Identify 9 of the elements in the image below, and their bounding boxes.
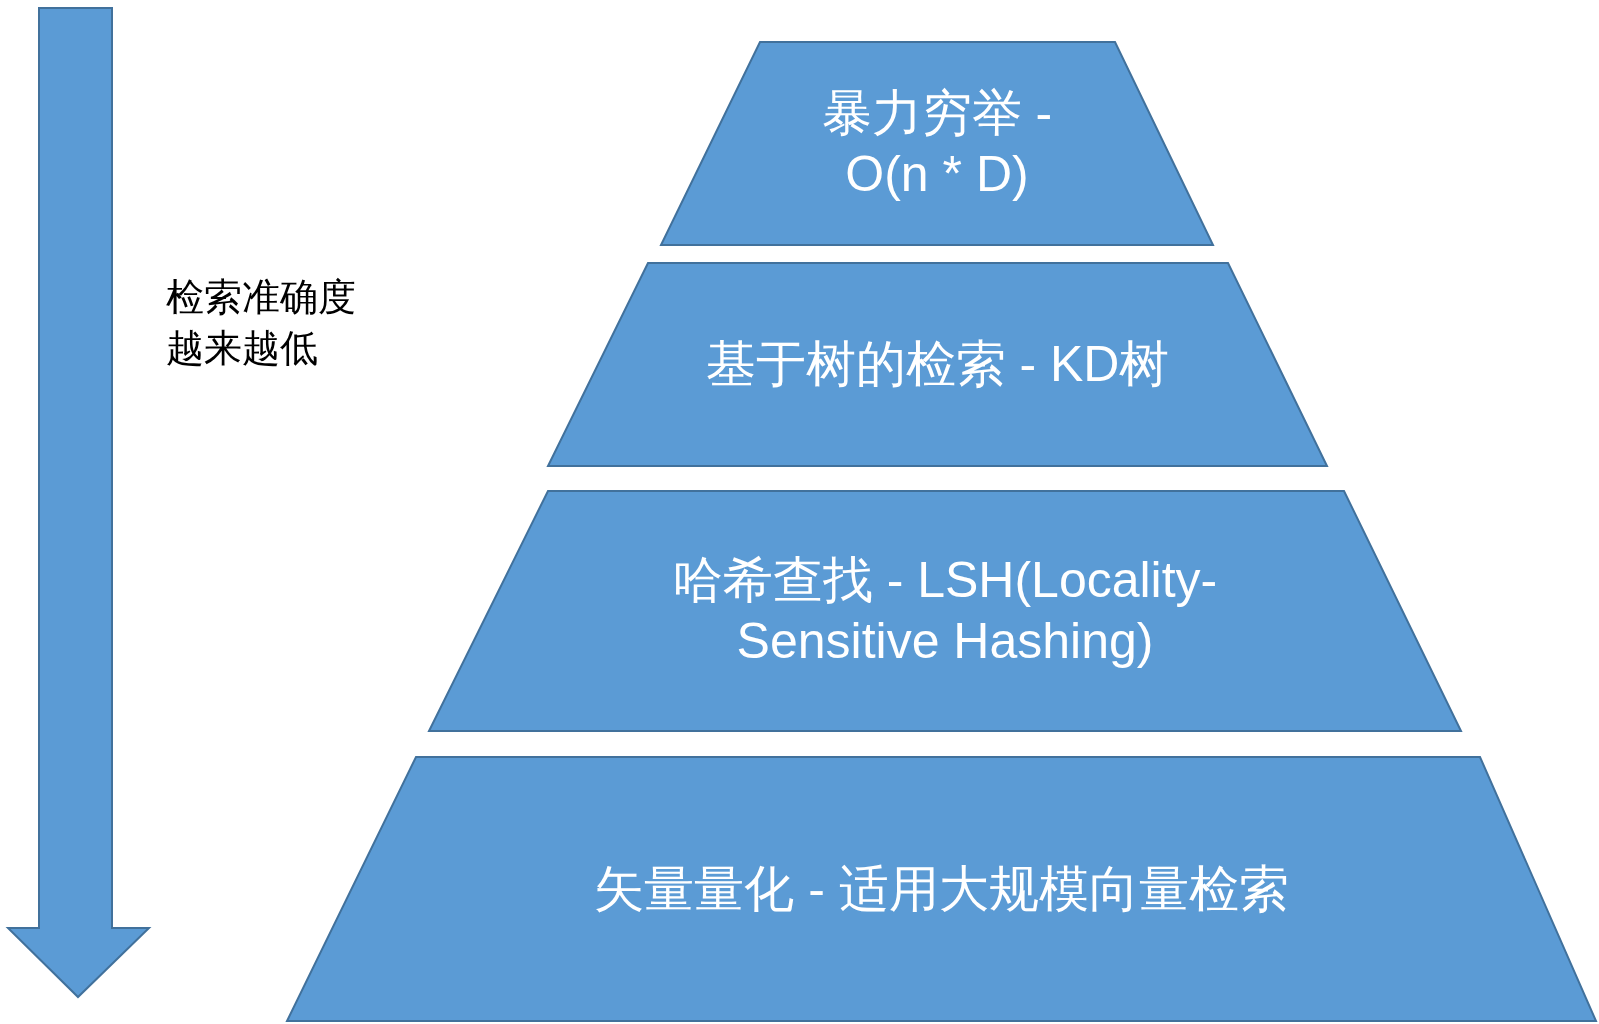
pyramid-level <box>286 756 1597 1022</box>
pyramid-level <box>547 262 1328 467</box>
level-label: 暴力穷举 - O(n * D) <box>820 83 1054 204</box>
pyramid-level <box>428 490 1462 732</box>
level-label: 矢量量化 - 适用大规模向量检索 <box>594 859 1289 919</box>
axis-note: 检索准确度越来越低 <box>166 274 357 373</box>
level-label: 基于树的检索 - KD树 <box>705 335 1170 394</box>
level-label: 哈希查找 - LSH(Locality-Sensitive Hashing) <box>671 551 1219 671</box>
pyramid-level <box>660 41 1214 246</box>
